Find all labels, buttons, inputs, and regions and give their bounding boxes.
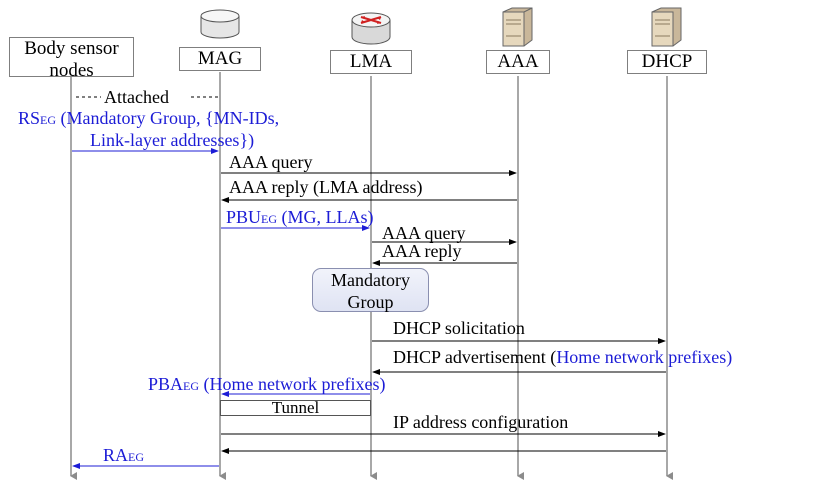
- aaa-server-icon: [502, 7, 533, 47]
- ra-main: RA: [103, 445, 129, 465]
- ra-label: RAEG: [103, 445, 144, 467]
- pbu-main: PBU: [226, 207, 262, 227]
- attached-label: Attached: [104, 87, 169, 107]
- pbu-rest: (MG, LLAs): [277, 207, 374, 227]
- pba-label: PBAEG (Home network prefixes): [148, 374, 385, 396]
- entity-dhcp-label: DHCP: [641, 51, 693, 72]
- entity-aaa: AAA: [486, 50, 550, 74]
- entity-mag: MAG: [179, 47, 261, 71]
- aaa-reply-1-label: AAA reply (LMA address): [229, 177, 423, 197]
- dhcp-server-icon: [651, 7, 682, 47]
- pba-main: PBA: [148, 374, 184, 394]
- aaa-query-2-label: AAA query: [382, 223, 466, 243]
- rs-sub: EG: [40, 113, 57, 127]
- dhcp-solicitation-label: DHCP solicitation: [393, 318, 525, 338]
- entity-body-sensor: Body sensor nodes: [9, 37, 134, 81]
- entity-lma: LMA: [330, 50, 412, 74]
- tunnel-label: Tunnel: [271, 398, 320, 417]
- rs-main: RS: [18, 108, 41, 128]
- entity-dhcp: DHCP: [627, 50, 707, 74]
- dhcp-adv-close: ): [726, 347, 733, 367]
- rs-line2: Link-layer addresses}): [90, 130, 255, 150]
- rs-line1: (Mandatory Group, {MN-IDs,: [60, 108, 280, 128]
- mandatory-group-label: Mandatory Group: [331, 270, 410, 312]
- entity-aaa-label: AAA: [497, 51, 539, 72]
- aaa-reply-2-label: AAA reply: [382, 241, 462, 261]
- dhcp-adv-blue: Home network prefixes: [556, 347, 727, 367]
- lma-router-icon: [351, 12, 391, 45]
- pba-rest: (Home network prefixes): [199, 374, 386, 394]
- entity-lma-label: LMA: [349, 51, 393, 72]
- entity-body-sensor-label: Body sensor nodes: [24, 38, 119, 81]
- dhcp-advertisement-label: DHCP advertisement (Home network prefixe…: [393, 347, 732, 367]
- ip-config-label: IP address configuration: [393, 412, 569, 432]
- tunnel-box: Tunnel: [220, 398, 371, 417]
- dhcp-adv-black: DHCP advertisement (: [393, 347, 557, 367]
- pba-sub: EG: [183, 379, 200, 393]
- pbu-label: PBUEG (MG, LLAs): [226, 207, 374, 229]
- mandatory-group-box: Mandatory Group: [312, 268, 429, 312]
- rs-label: RSEG (Mandatory Group, {MN-IDs,: [18, 108, 279, 130]
- ra-sub: EG: [128, 450, 145, 464]
- mag-router-icon: [200, 9, 240, 39]
- pbu-sub: EG: [261, 212, 278, 226]
- entity-mag-label: MAG: [197, 48, 243, 69]
- aaa-query-1-label: AAA query: [229, 152, 313, 172]
